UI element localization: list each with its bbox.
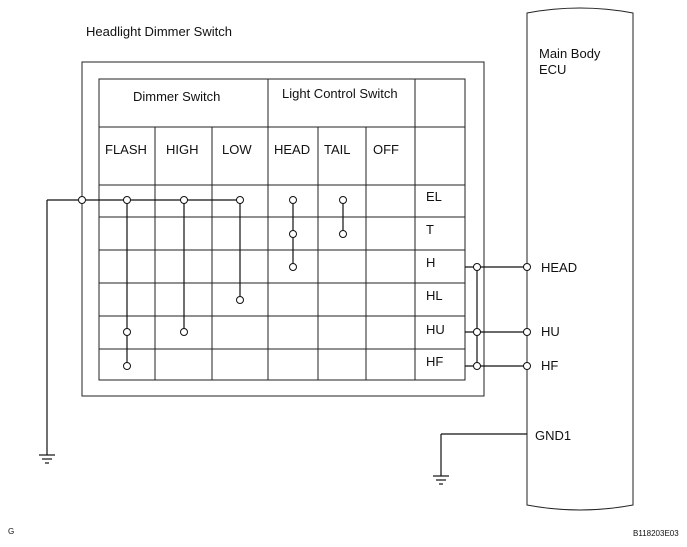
col-flash: FLASH xyxy=(105,142,147,157)
col-head: HEAD xyxy=(274,142,310,157)
col-low: LOW xyxy=(222,142,252,157)
right-ground-symbol xyxy=(433,475,449,485)
row-el: EL xyxy=(426,189,442,204)
table-vertical-lines xyxy=(154,79,416,380)
header-light-control-switch: Light Control Switch xyxy=(282,86,398,101)
col-high: HIGH xyxy=(166,142,199,157)
footer-figure-id: B118203E03 xyxy=(633,529,679,538)
row-h: H xyxy=(426,255,435,270)
diagram-title: Headlight Dimmer Switch xyxy=(86,24,232,39)
ecu-terminal-hu: HU xyxy=(541,324,560,339)
row-hf: HF xyxy=(426,354,443,369)
left-ground-symbol xyxy=(39,454,55,464)
continuity-nodes xyxy=(123,196,347,370)
switch-inner-table xyxy=(98,78,466,381)
continuity-lines xyxy=(82,199,344,366)
switch-outer-frame xyxy=(81,61,485,397)
header-dimmer-switch: Dimmer Switch xyxy=(133,89,220,104)
col-tail: TAIL xyxy=(324,142,351,157)
row-t: T xyxy=(426,222,434,237)
ecu-label-line2: ECU xyxy=(539,62,566,77)
left-ground-wire xyxy=(46,196,86,455)
ecu-terminal-gnd1: GND1 xyxy=(535,428,571,443)
ecu-body xyxy=(526,7,634,511)
row-hl: HL xyxy=(426,288,443,303)
table-horizontal-lines xyxy=(99,126,465,350)
ecu-label-line1: Main Body xyxy=(539,46,601,61)
ecu-terminal-head: HEAD xyxy=(541,260,577,275)
footer-left-code: G xyxy=(8,527,14,536)
gnd1-wire xyxy=(440,433,527,476)
row-hu: HU xyxy=(426,322,445,337)
col-off: OFF xyxy=(373,142,399,157)
ecu-connection-wires xyxy=(465,263,531,370)
ecu-terminal-hf: HF xyxy=(541,358,558,373)
